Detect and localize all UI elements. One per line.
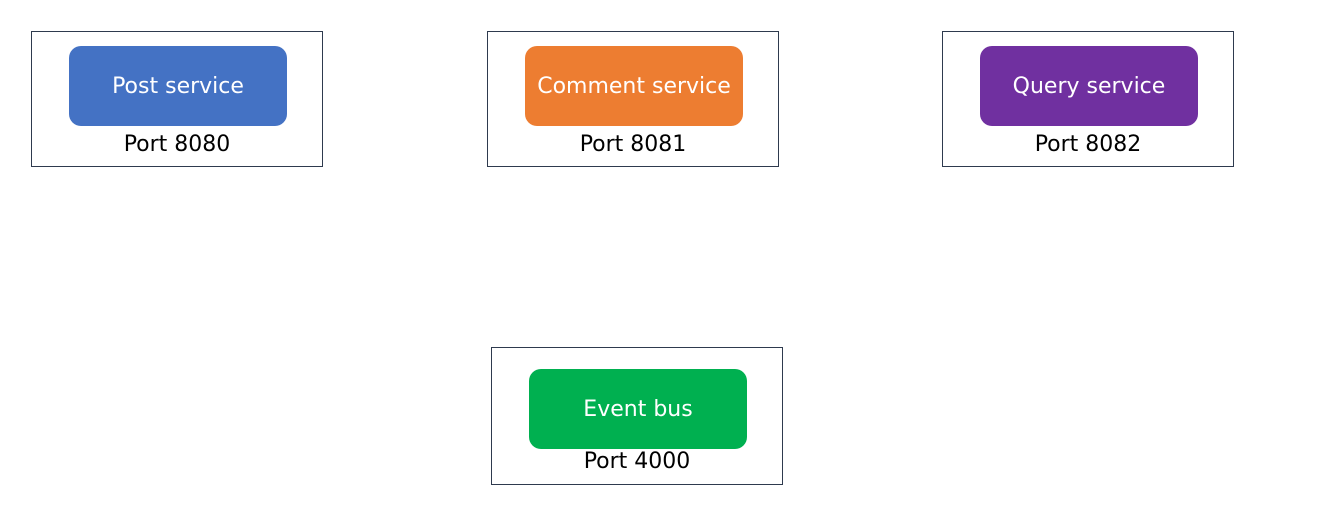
comment-service-node: Comment service <box>525 46 743 126</box>
post-service-container: Post service Port 8080 <box>31 31 323 167</box>
comment-service-container: Comment service Port 8081 <box>487 31 779 167</box>
event-bus-container: Event bus Port 4000 <box>491 347 783 485</box>
event-bus-port-label: Port 4000 <box>583 449 691 474</box>
query-service-port-label: Port 8082 <box>1034 132 1142 157</box>
query-service-container: Query service Port 8082 <box>942 31 1234 167</box>
query-service-node: Query service <box>980 46 1198 126</box>
post-service-node: Post service <box>69 46 287 126</box>
event-bus-node: Event bus <box>529 369 747 449</box>
comment-service-port-label: Port 8081 <box>579 132 687 157</box>
post-service-port-label: Port 8080 <box>123 132 231 157</box>
